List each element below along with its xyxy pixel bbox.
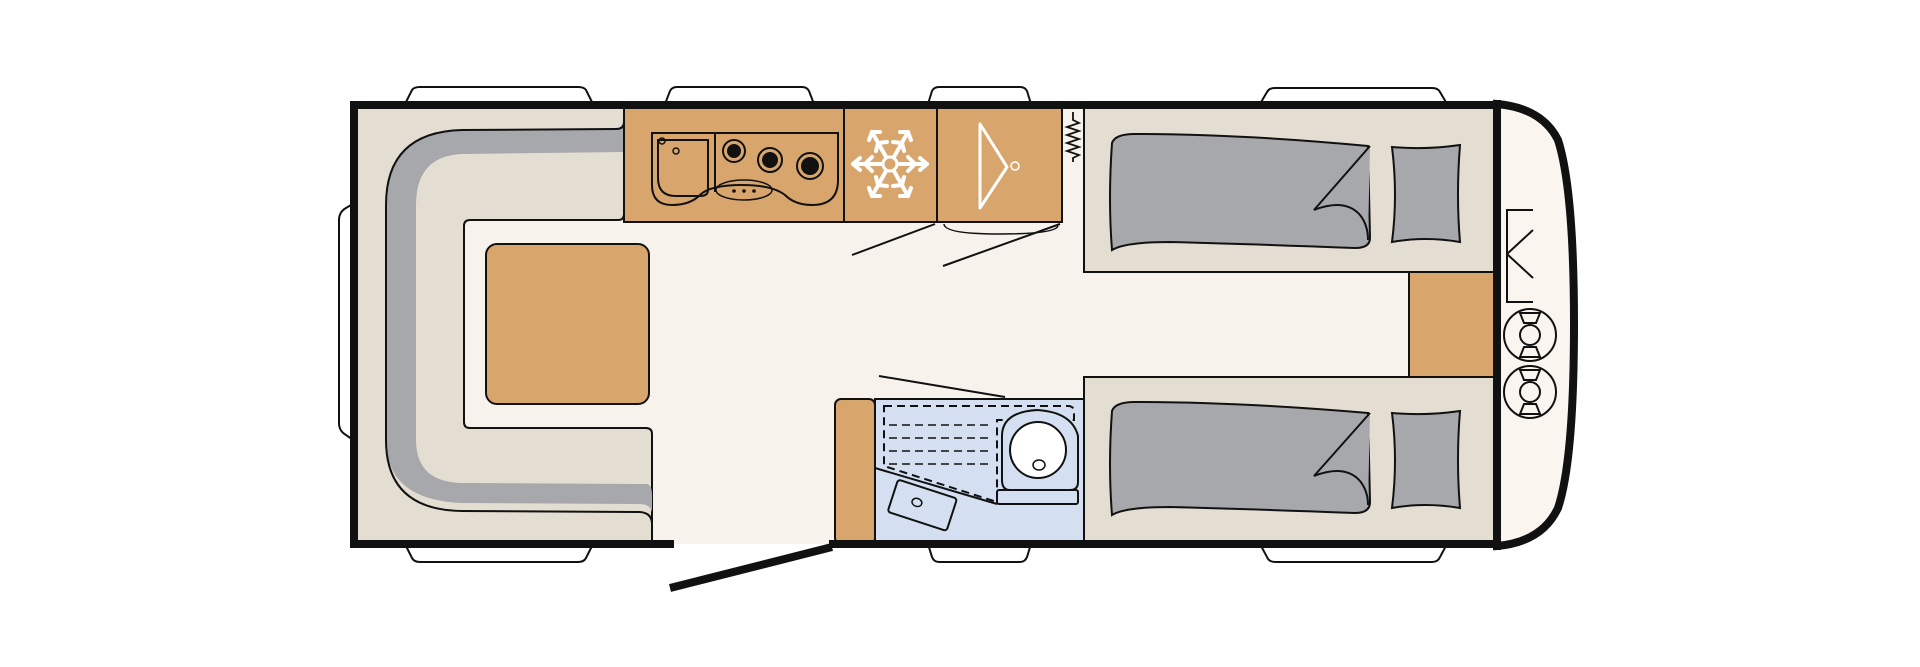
- washroom-basin: [887, 479, 958, 532]
- seating-cushion: [386, 116, 652, 512]
- window-top-3: [926, 86, 1033, 105]
- burner: [801, 157, 819, 175]
- single-bed-right: [1083, 376, 1497, 545]
- bedside-cabinet: [1408, 271, 1497, 378]
- burner-ring: [757, 147, 783, 173]
- wardrobe: [936, 106, 1063, 267]
- seating-base: [355, 106, 653, 545]
- hob-burners: [722, 139, 824, 180]
- kitchen-sink-and-hob: [651, 132, 839, 207]
- mattress: [1109, 400, 1372, 517]
- fridge-door-swing: [851, 223, 936, 256]
- shower-tray-grid: [889, 424, 992, 465]
- washroom-shower: [883, 405, 1075, 504]
- wall-outline: [350, 101, 1501, 548]
- window-top-4: [1258, 87, 1449, 105]
- entrance-door[interactable]: [669, 543, 833, 592]
- window-bottom-1: [403, 543, 595, 563]
- coat-hanger-icon: [978, 122, 1020, 210]
- mattress-fold: [1313, 412, 1371, 506]
- radiator-icon: [1064, 112, 1082, 162]
- burner: [727, 144, 741, 158]
- igniter-dot: [752, 189, 756, 193]
- snowflake-centre: [881, 155, 899, 173]
- igniter-dot: [742, 189, 746, 193]
- sink-drain: [672, 147, 680, 155]
- gas-bottle-icon: [1503, 365, 1557, 419]
- washroom-toilet: [996, 408, 1079, 505]
- kitchen: [623, 106, 845, 223]
- washroom-door: [878, 375, 1006, 398]
- burner: [762, 152, 778, 168]
- mattress: [1109, 132, 1372, 252]
- wardrobe-cabinet: [936, 106, 1063, 223]
- window-bottom-3: [1258, 543, 1449, 563]
- igniter-dot: [732, 189, 736, 193]
- mattress-fold: [1313, 145, 1371, 241]
- washroom-basin-edge: [874, 467, 998, 505]
- sink-tap: [658, 137, 666, 145]
- pillow: [1390, 409, 1462, 510]
- fridge: [843, 106, 938, 256]
- hob-igniter-strip: [715, 179, 773, 201]
- wardrobe-door-swing: [943, 223, 1059, 235]
- washroom: [834, 375, 1085, 545]
- u-shaped-seating: [355, 106, 653, 545]
- outer-walls: [350, 99, 1579, 551]
- seating-outline: [385, 108, 653, 536]
- front-locker: [1503, 209, 1557, 419]
- single-bed-left: [1083, 106, 1497, 273]
- window-top-1: [403, 86, 595, 105]
- burner-ring: [796, 152, 824, 180]
- dining-table: [485, 243, 650, 405]
- window-bottom-2: [926, 543, 1033, 563]
- window-top-2: [663, 86, 816, 105]
- wardrobe-door: [942, 223, 1061, 267]
- washroom-cabinet: [834, 398, 876, 545]
- burner-ring: [722, 139, 746, 163]
- locker-hatch: [1506, 209, 1534, 303]
- pillow: [1390, 143, 1462, 244]
- front-wall: [1492, 99, 1579, 551]
- sink-bowl: [657, 139, 709, 197]
- gas-bottle-icon: [1503, 308, 1557, 362]
